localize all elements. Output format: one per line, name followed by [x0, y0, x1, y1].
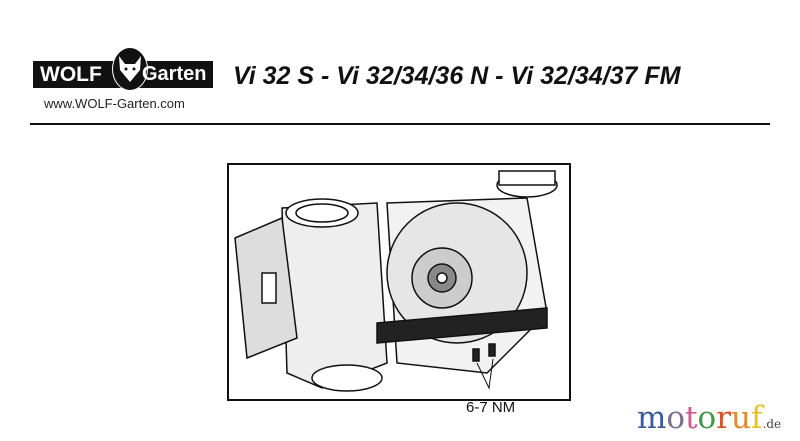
torque-label: 6-7 NM [466, 399, 516, 416]
logo-text-garten: Garten [142, 63, 207, 85]
fox-head-icon [112, 47, 148, 91]
watermark-suffix: .de [762, 417, 782, 431]
watermark-letter: f [751, 400, 763, 436]
motoruf-watermark: motoruf.de [637, 400, 781, 436]
watermark-letter: o [697, 400, 717, 436]
logo-text-wolf: WOLF [40, 63, 102, 86]
wolf-garten-logo: WOLF Garten [33, 47, 213, 91]
website-url: www.WOLF-Garten.com [44, 96, 185, 111]
watermark-letter: r [716, 400, 732, 436]
watermark-letter: o [666, 400, 686, 436]
watermark-letter: t [685, 400, 698, 436]
page-title: Vi 32 S - Vi 32/34/36 N - Vi 32/34/37 FM [233, 62, 681, 90]
watermark-letter: u [731, 400, 752, 436]
mower-blade-diagram [227, 163, 572, 408]
watermark-letter: m [637, 400, 667, 436]
header-divider [30, 123, 770, 125]
